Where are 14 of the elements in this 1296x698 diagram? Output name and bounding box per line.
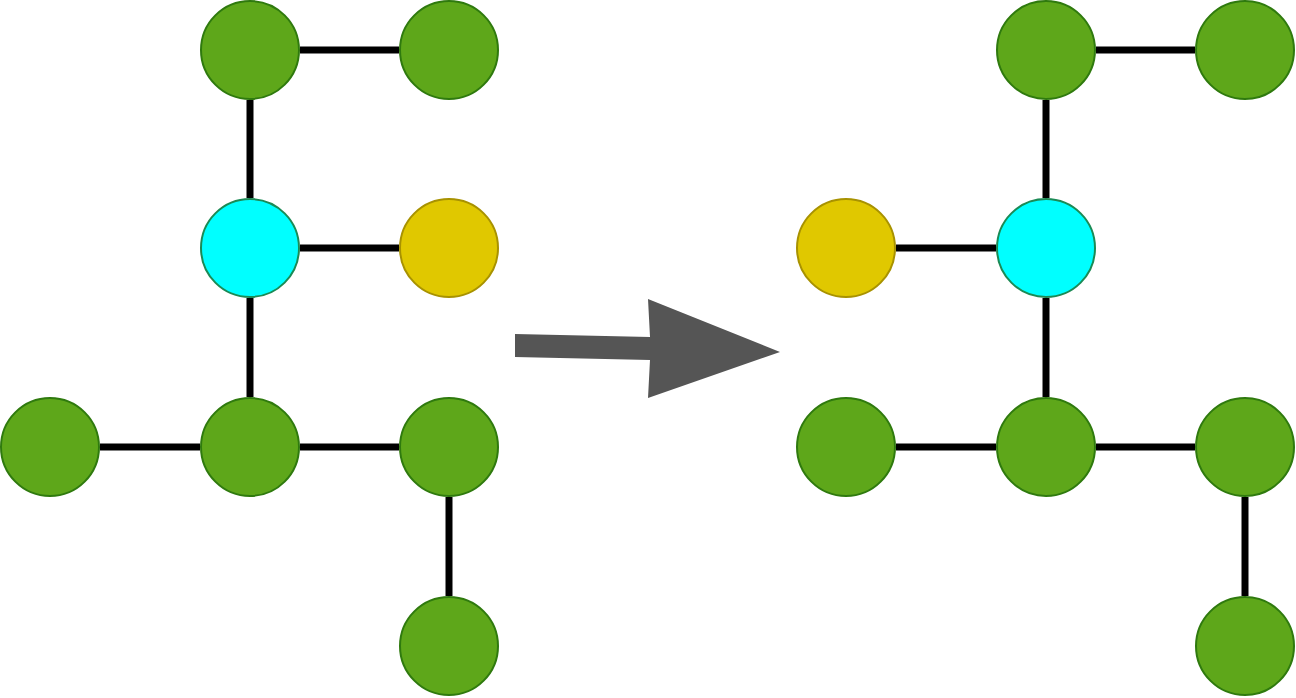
connector-line xyxy=(300,443,399,451)
connector-line xyxy=(100,443,200,451)
connector-line xyxy=(896,244,996,252)
connector-line xyxy=(1042,100,1050,198)
connector-line xyxy=(445,497,453,596)
connector-line xyxy=(300,46,399,54)
connector-line xyxy=(896,443,996,451)
connector-line xyxy=(1096,46,1195,54)
connector-line xyxy=(1096,443,1195,451)
connector-line xyxy=(1042,298,1050,397)
connector-line xyxy=(1241,497,1249,596)
connector-line xyxy=(246,298,254,397)
connector-line xyxy=(246,100,254,198)
connector-line xyxy=(300,244,399,252)
